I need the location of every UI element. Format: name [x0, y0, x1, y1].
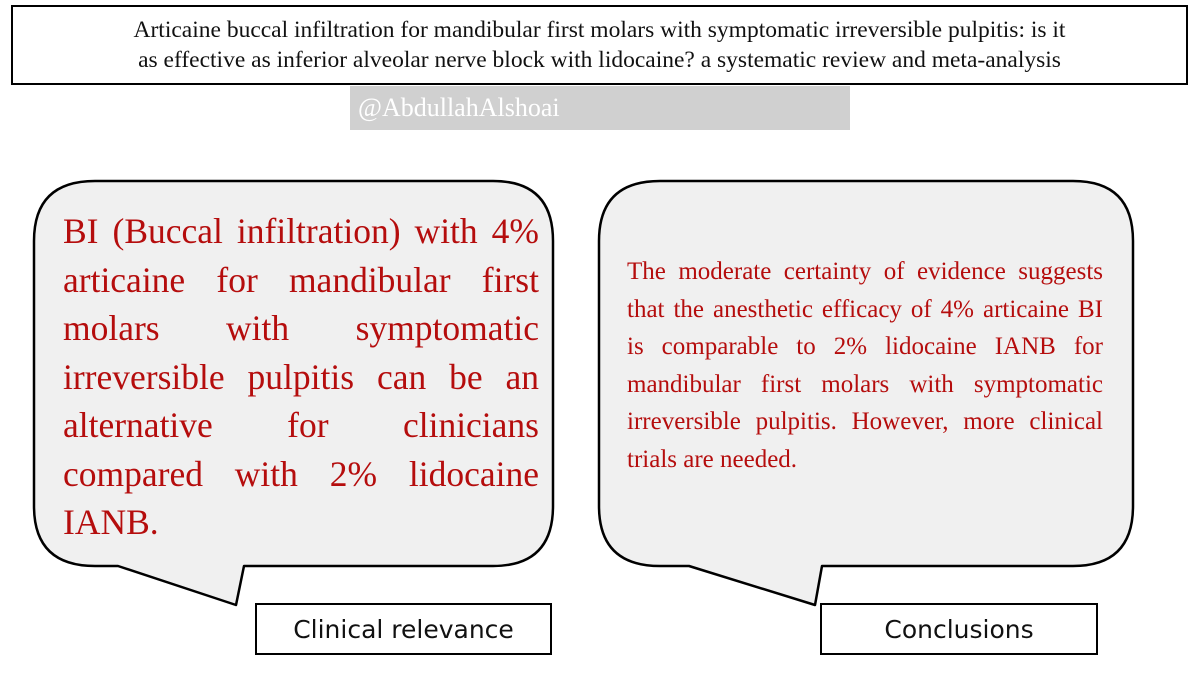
conclusions-label: Conclusions [820, 603, 1098, 655]
speech-bubble-right [597, 179, 1135, 607]
conclusions-label-text: Conclusions [884, 614, 1034, 644]
clinical-relevance-text: BI (Buccal infiltration) with 4% articai… [63, 211, 539, 542]
author-watermark: @AbdullahAlshoai [350, 86, 850, 130]
clinical-relevance-label: Clinical relevance [255, 603, 552, 655]
title-box: Articaine buccal infiltration for mandib… [11, 5, 1188, 85]
paper-title: Articaine buccal infiltration for mandib… [134, 15, 1066, 75]
conclusions-text: The moderate certainty of evidence sugge… [627, 258, 1103, 473]
speech-bubble-left [32, 179, 555, 607]
title-line-2: as effective as inferior alveolar nerve … [138, 47, 1061, 73]
clinical-relevance-label-text: Clinical relevance [293, 614, 514, 644]
title-line-1: Articaine buccal infiltration for mandib… [133, 17, 1066, 43]
